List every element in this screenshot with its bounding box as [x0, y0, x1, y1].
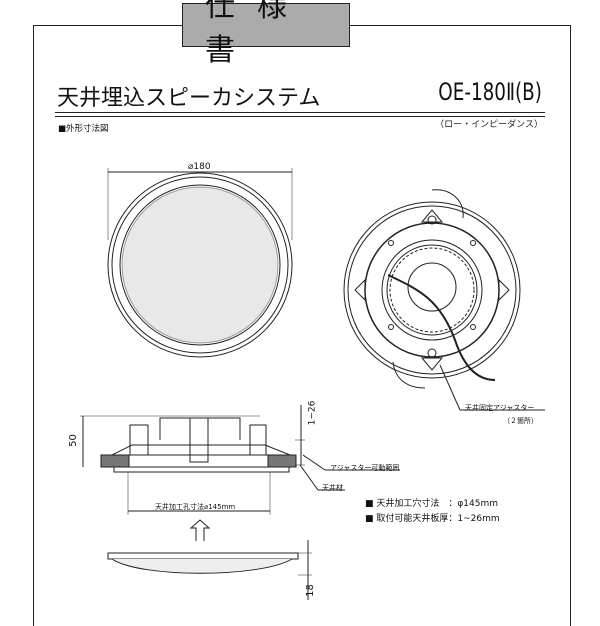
hole-dimension: 天井加工孔寸法⌀145mm [155, 503, 236, 511]
dimension-drawings [80, 168, 545, 600]
fix-count-label: （２箇所） [503, 417, 538, 425]
adjust-dimension: 1~26 [307, 400, 318, 426]
ceiling-label: 天井材 [322, 484, 343, 492]
impedance-note: （ロー・インピーダンス） [435, 120, 543, 130]
spec-label: ■ 天井加工穴寸法 ： [365, 499, 458, 509]
divider [55, 116, 545, 117]
diameter-dimension: ⌀180 [188, 162, 211, 172]
grille-side-view [107, 540, 312, 600]
side-view [80, 405, 400, 541]
spec-hole: ■ 天井加工穴寸法 ：φ145mm [365, 496, 498, 509]
spec-label: ■ 取付可能天井板厚： [365, 514, 458, 524]
section-title: ■外形寸法図 [58, 124, 109, 134]
height-dimension: 50 [67, 434, 79, 447]
spec-value: 1~26mm [457, 514, 500, 524]
divider [55, 112, 545, 113]
front-view [107, 168, 293, 358]
back-view [343, 189, 545, 411]
spec-thickness: ■ 取付可能天井板厚：1~26mm [365, 511, 500, 524]
spec-value: φ145mm [457, 499, 499, 509]
adjust-range-label: アジャスター可動範囲 [330, 464, 400, 472]
product-name: 天井埋込スピーカシステム [57, 86, 321, 111]
grille-height-dimension: 18 [304, 584, 316, 597]
model-number: OE-180Ⅱ(B) [438, 78, 542, 106]
fix-adjuster-label: 天井固定アジャスター [465, 404, 535, 412]
